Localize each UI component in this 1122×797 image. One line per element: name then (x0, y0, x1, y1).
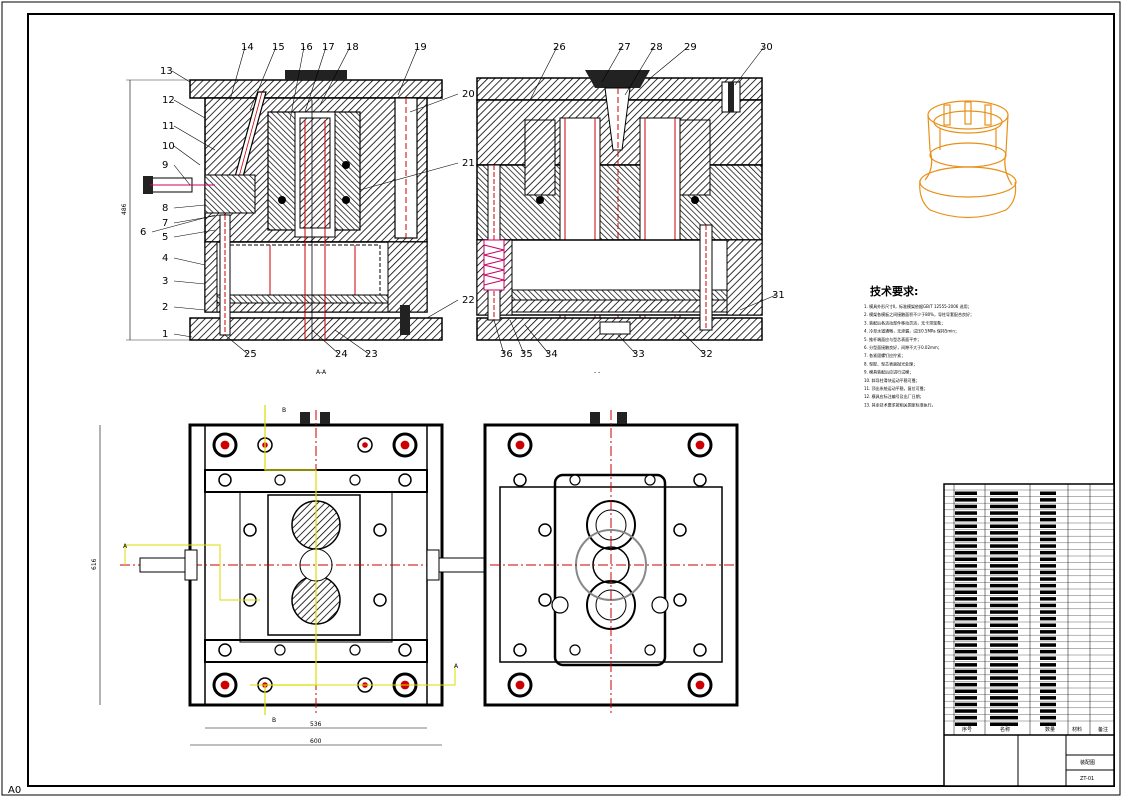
section-label-a: A-A (316, 369, 327, 376)
title-block-main: 装配图 (1080, 759, 1095, 766)
callout-21: 21 (462, 158, 475, 169)
title-block-column-label: 名称 (1000, 726, 1010, 733)
section-mark-a-left: A (123, 543, 128, 550)
callout-6: 6 (140, 227, 146, 238)
callout-13: 13 (160, 66, 173, 77)
callout-9: 9 (162, 160, 168, 171)
callout-8: 8 (162, 203, 168, 214)
callout-34: 34 (545, 349, 558, 360)
tech-requirement-item: 7. 各紧固螺钉应拧紧； (864, 352, 905, 358)
callout-22: 22 (462, 295, 475, 306)
callout-14: 14 (241, 42, 254, 53)
dim-plan-height: 616 (91, 558, 98, 570)
dim-plan-width-outer: 600 (310, 738, 322, 745)
callout-36: 36 (500, 349, 513, 360)
tech-requirement-item: 8. 型腔、型芯表面抛光处理； (864, 360, 917, 366)
callout-7: 7 (162, 218, 168, 229)
callout-4: 4 (162, 253, 168, 264)
side-section-view: - - (476, 70, 763, 376)
side-callouts: 26 27 28 29 30 31 32 33 34 35 36 (493, 42, 785, 360)
tech-requirement-item: 2. 模架各模板之间接触面积不少于80%，导柱导套配合良好； (864, 311, 974, 317)
tech-requirement-item: 5. 推杆端面应与型芯表面平齐； (864, 336, 921, 342)
tech-requirements: 技术要求: 1. 模具外形尺寸Ⅱ，标准模架依据GB/T 12555-2006 选… (864, 284, 974, 407)
callout-32: 32 (700, 349, 713, 360)
callout-5: 5 (162, 232, 168, 243)
dim-plan-width-inner: 536 (310, 721, 322, 728)
title-block-column-label: 备注 (1098, 726, 1108, 733)
callout-11: 11 (162, 121, 175, 132)
title-block-drawing-no: ZT-01 (1080, 776, 1094, 782)
callout-15: 15 (272, 42, 285, 53)
callout-25: 25 (244, 349, 257, 360)
callout-17: 17 (322, 42, 335, 53)
part-isometric (919, 100, 1017, 219)
callout-35: 35 (520, 349, 533, 360)
tech-requirement-item: 9. 模具装配后应进行试模； (864, 369, 913, 375)
tech-requirement-item: 13. 其余技术要求按相关国家标准执行。 (864, 401, 936, 407)
callout-31: 31 (772, 290, 785, 301)
section-mark-b-top: B (282, 407, 286, 414)
callout-12: 12 (162, 95, 175, 106)
sheet-size-label: A0 (8, 785, 21, 796)
section-mark-a-right: A (454, 663, 459, 670)
callout-27: 27 (618, 42, 631, 53)
section-label-side: - - (594, 369, 600, 376)
callout-20: 20 (462, 89, 475, 100)
callout-18: 18 (346, 42, 359, 53)
title-block: 装配图 ZT-01 序号 名称 数量 材料 备注 (943, 483, 1115, 787)
callout-16: 16 (300, 42, 313, 53)
tech-requirement-item: 6. 分型面接触良好，间隙不大于0.02mm； (864, 344, 942, 350)
tech-requirements-list: 1. 模具外形尺寸Ⅱ，标准模架依据GB/T 12555-2006 选用； 2. 模… (864, 303, 974, 407)
callout-28: 28 (650, 42, 663, 53)
tech-requirements-title: 技术要求: (870, 284, 918, 298)
title-block-column-label: 序号 (962, 726, 972, 733)
callout-29: 29 (684, 42, 697, 53)
tech-requirement-item: 12. 模具应标注编号及出厂日期； (864, 393, 924, 399)
callout-30: 30 (760, 42, 773, 53)
callout-1: 1 (162, 329, 168, 340)
tech-requirement-item: 10. 斜导柱滑块运动平稳可靠； (864, 377, 920, 383)
callout-10: 10 (162, 141, 175, 152)
tech-requirement-item: 4. 冷却水道通畅，无渗漏，试压0.5MPa 保持5min； (864, 328, 959, 334)
callout-24: 24 (335, 349, 348, 360)
callout-33: 33 (632, 349, 645, 360)
front-section-view: 486 A-A (121, 70, 443, 376)
callout-26: 26 (553, 42, 566, 53)
callout-3: 3 (162, 276, 168, 287)
callout-23: 23 (365, 349, 378, 360)
sheet-inner-border (27, 13, 1115, 787)
callout-2: 2 (162, 302, 168, 313)
tech-requirement-item: 1. 模具外形尺寸Ⅱ，标准模架依据GB/T 12555-2006 选用； (864, 303, 972, 309)
tech-requirement-item: 11. 顶出系统运动平稳，复位可靠； (864, 385, 928, 391)
callout-19: 19 (414, 42, 427, 53)
plan-view-left: B B A A 616 536 600 (91, 405, 485, 746)
section-mark-b-bottom: B (272, 717, 276, 724)
dim-front-height: 486 (121, 203, 128, 215)
plan-view-right (483, 410, 739, 715)
title-block-column-label: 材料 (1072, 726, 1082, 733)
title-block-column-label: 数量 (1045, 726, 1055, 733)
tech-requirement-item: 3. 装配后各活动部件移动灵活，无卡滞现象； (864, 319, 945, 325)
